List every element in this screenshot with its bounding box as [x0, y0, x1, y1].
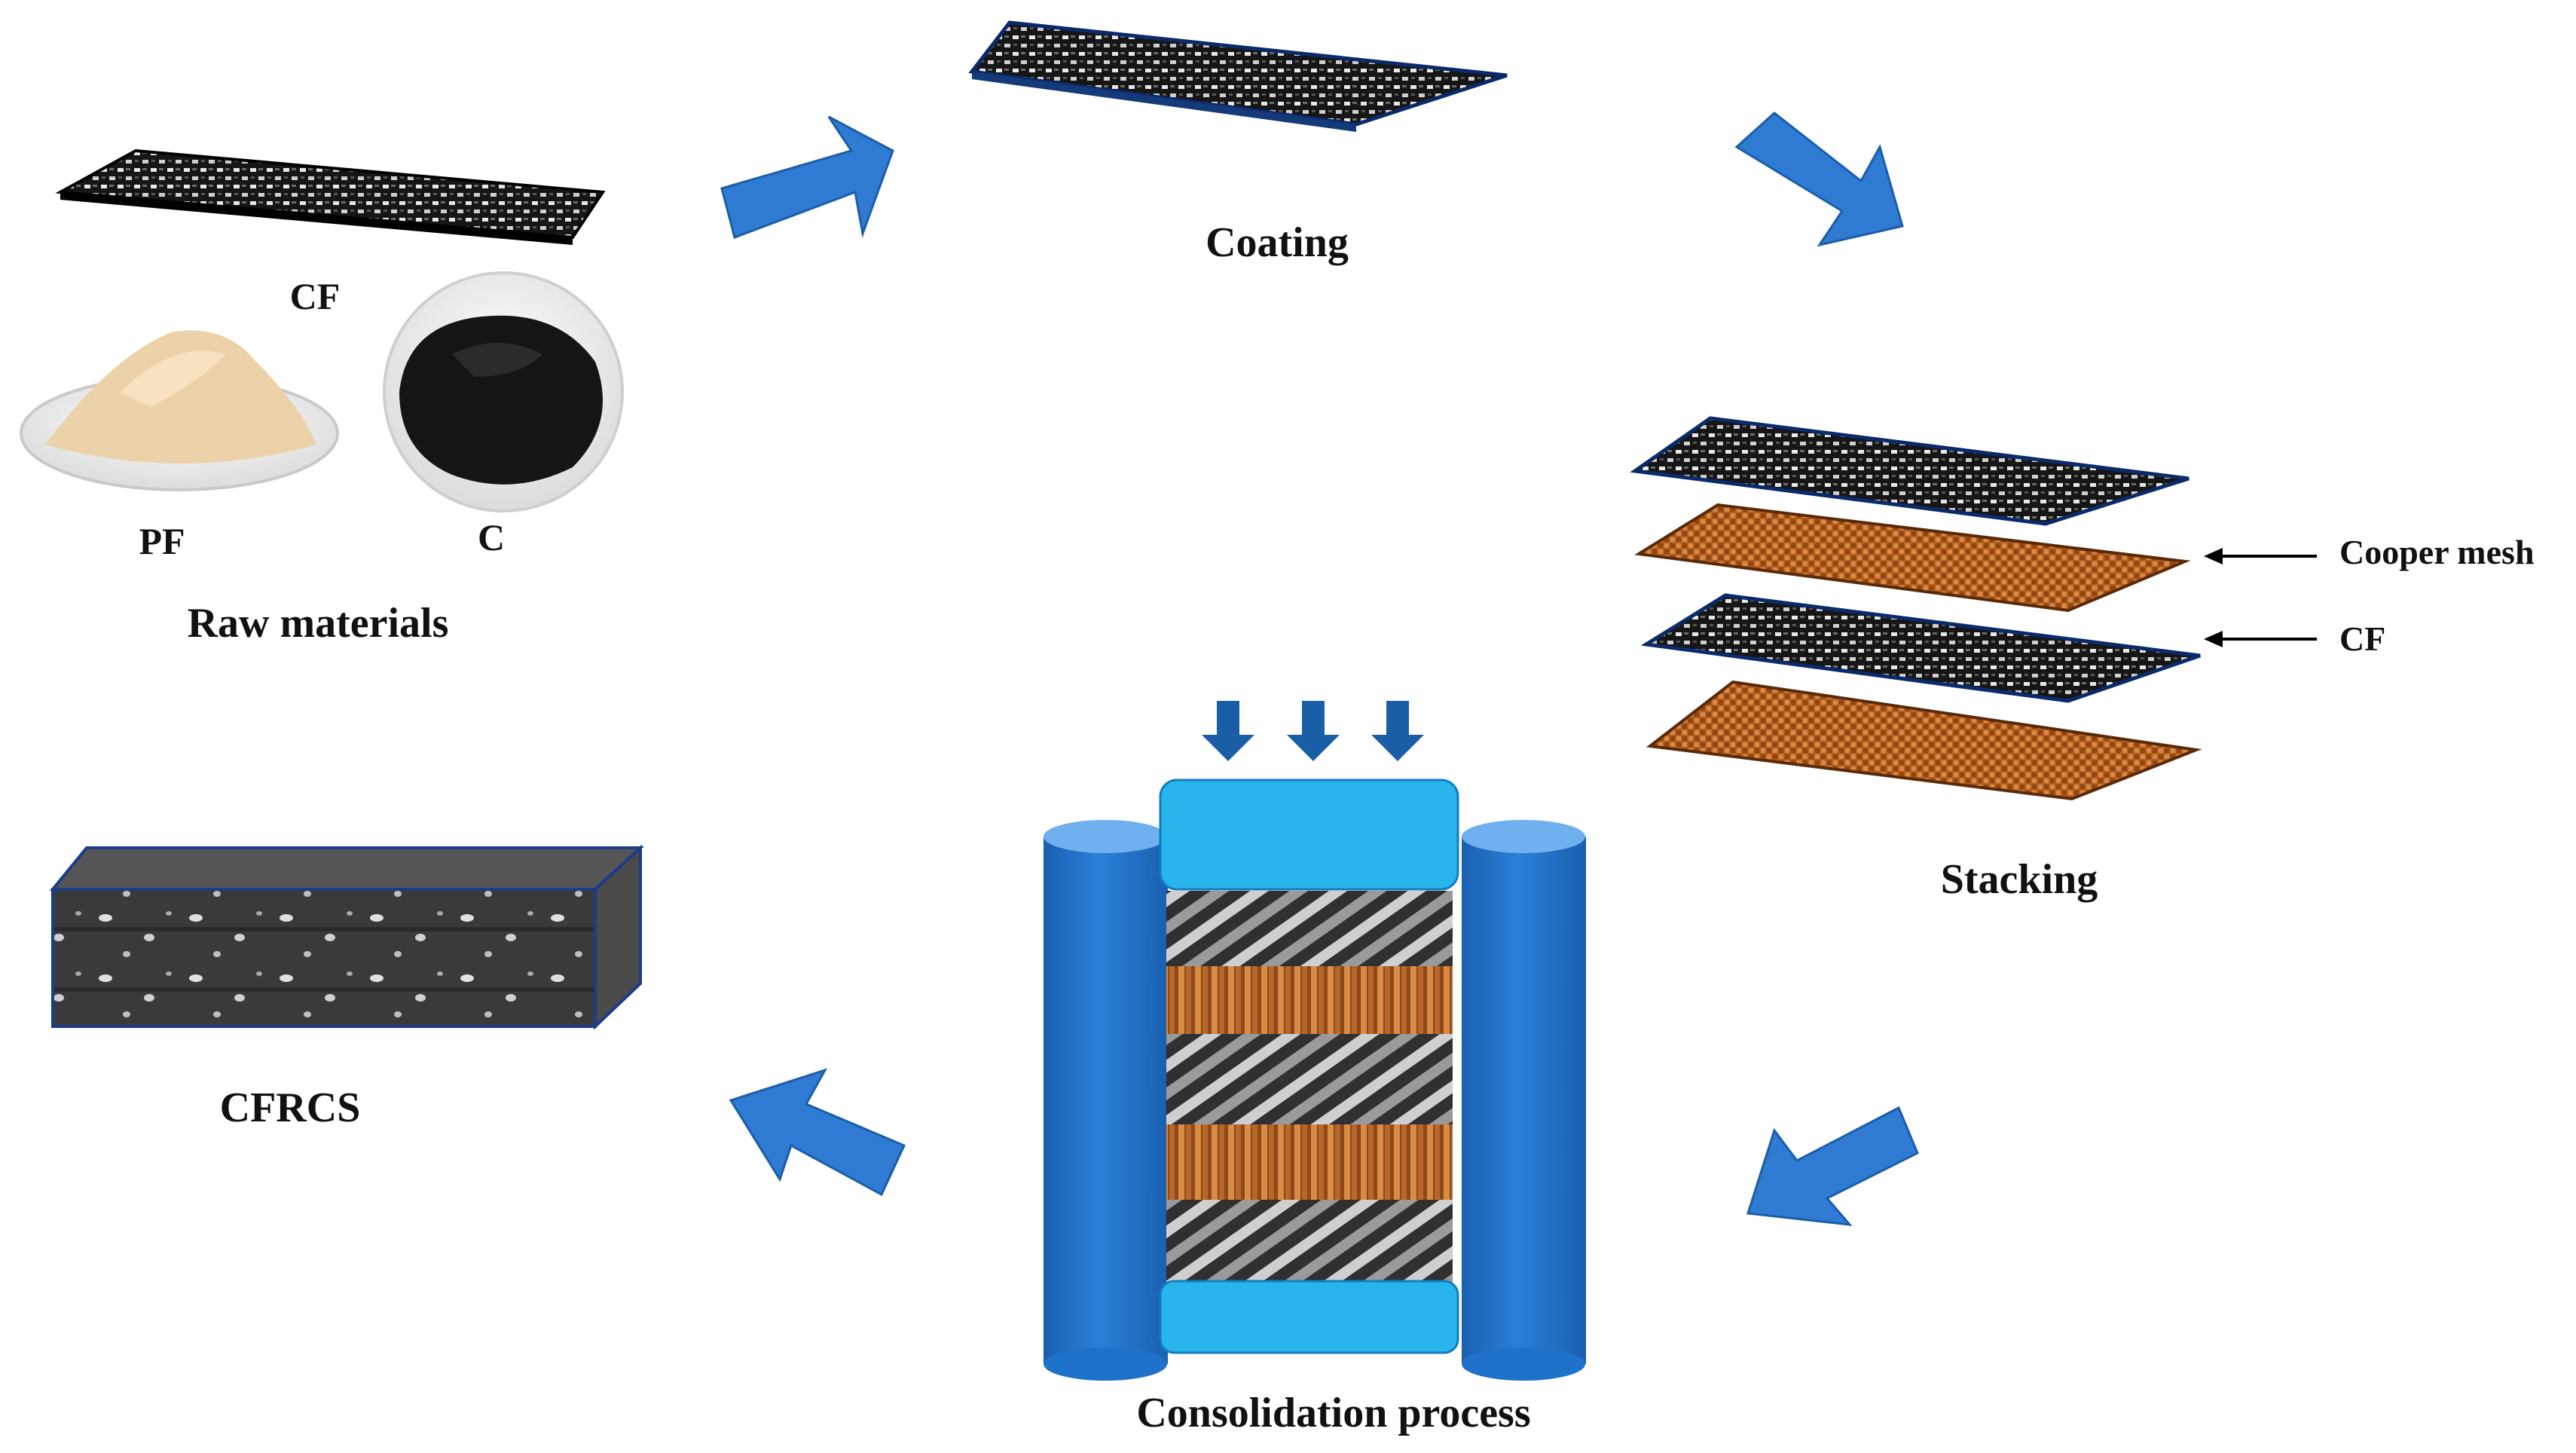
label-cf-raw: CF — [290, 275, 341, 317]
press-platen-top — [1159, 779, 1459, 891]
label-c: C — [478, 516, 505, 558]
label-raw-materials: Raw materials — [188, 600, 449, 647]
press-column-left — [1044, 837, 1168, 1364]
press-layer-cf-1 — [1166, 891, 1453, 966]
raw-materials-group: CF PF C Raw materials — [20, 148, 624, 647]
pressure-arrows-icon — [1202, 701, 1424, 761]
arrow-coating-to-stacking-icon — [1734, 112, 1904, 247]
label-stacking: Stacking — [1941, 856, 2098, 903]
label-pf: PF — [139, 520, 185, 562]
press-platen-bottom — [1159, 1280, 1459, 1354]
stack-layer-cf-2 — [1640, 593, 2201, 703]
cfrcs-front-face — [51, 888, 597, 1028]
stack-layer-cf-1 — [1630, 416, 2189, 526]
arrow-press-to-cfrcs-icon — [729, 1068, 906, 1197]
label-cooper-mesh: Cooper mesh — [2339, 533, 2535, 571]
pointer-copper-icon — [2204, 548, 2223, 564]
arrow-raw-to-coating-icon — [720, 115, 894, 239]
carbon-powder-image — [383, 271, 624, 512]
cfrcs-block: CFRCS — [49, 844, 645, 1131]
label-cfrcs: CFRCS — [220, 1084, 361, 1131]
label-consolidation-process: Consolidation process — [1136, 1390, 1530, 1436]
stack-layer-copper-2 — [1646, 680, 2202, 801]
arrow-stacking-to-press-icon — [1746, 1106, 1919, 1226]
consolidation-press: Consolidation process — [1044, 701, 1586, 1436]
press-layer-copper-1 — [1166, 966, 1453, 1034]
label-cf-stack: CF — [2339, 619, 2385, 658]
stacking-group: Cooper mesh CF Stacking — [1630, 416, 2535, 903]
stack-layer-copper-1 — [1634, 503, 2191, 613]
pointer-cf-icon — [2204, 631, 2223, 647]
press-layer-copper-2 — [1166, 1124, 1453, 1200]
carbon-fiber-sheet-raw — [55, 148, 606, 240]
press-layer-cf-3 — [1166, 1200, 1453, 1283]
press-layer-cf-2 — [1166, 1034, 1453, 1124]
coating-group: Coating — [968, 20, 1508, 266]
pf-powder-image — [20, 330, 339, 491]
press-column-right — [1462, 837, 1586, 1364]
label-coating: Coating — [1205, 219, 1349, 266]
